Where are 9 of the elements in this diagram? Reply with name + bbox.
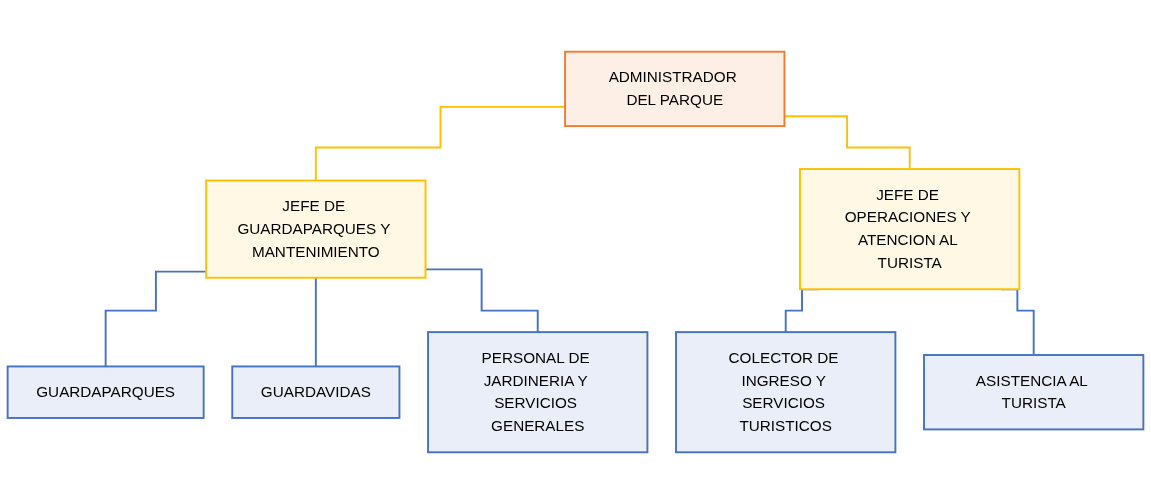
node-box: GUARDAPARQUES — [6, 365, 205, 419]
node-box: PERSONAL DE JARDINERIA Y SERVICIOS GENERALES — [427, 331, 649, 454]
node-box: JEFE DE GUARDAPARQUES Y MANTENIMIENTO — [205, 179, 427, 279]
node-box: GUARDAVIDAS — [231, 365, 401, 419]
node-box: COLECTOR DE INGRESO Y SERVICIOS TURISTICOS — [675, 331, 897, 454]
node-box: ASISTENCIA AL TURISTA — [923, 354, 1145, 431]
node-box: ADMINISTRADOR DEL PARQUE — [564, 50, 786, 128]
connector — [314, 276, 317, 368]
node-box: JEFE DE OPERACIONES Y ATENCION AL TURISTA — [799, 168, 1021, 291]
